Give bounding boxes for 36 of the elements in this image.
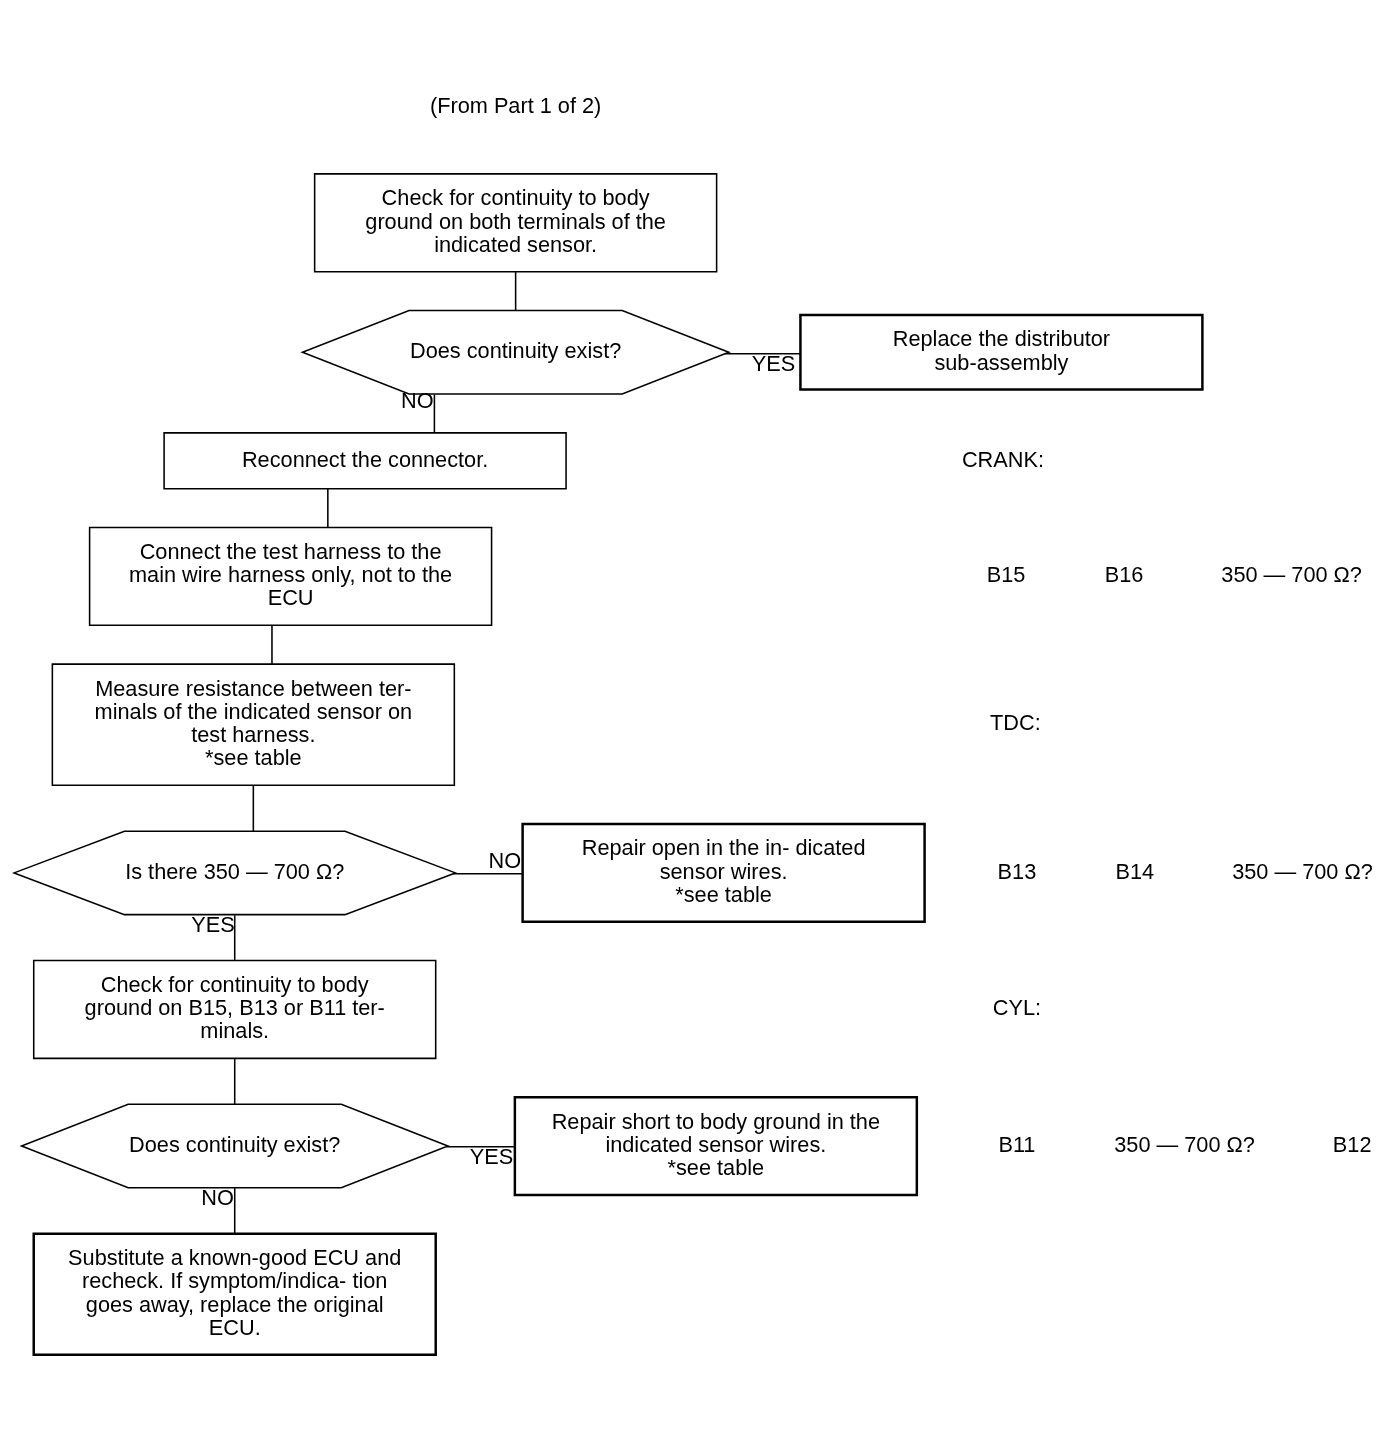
node-box: Replace the distributor sub-assembly xyxy=(799,313,1204,391)
label: B12 xyxy=(1332,1131,1372,1157)
connector xyxy=(233,1058,236,1105)
node-box: Reconnect the connector. xyxy=(163,432,567,490)
label: B11 xyxy=(998,1131,1036,1157)
connector xyxy=(724,352,802,355)
label: CRANK: xyxy=(961,446,1044,472)
connector xyxy=(252,784,255,832)
label: 350 — 700 Ω? xyxy=(1114,1131,1255,1157)
label: B14 xyxy=(1115,858,1155,884)
label: TDC: xyxy=(990,710,1041,736)
label: 350 — 700 Ω? xyxy=(1221,562,1362,588)
node-box: Check for continuity to body ground on B15, B13 or B11 ter- minals. xyxy=(32,959,437,1060)
connector xyxy=(271,624,273,665)
connector xyxy=(233,1187,236,1235)
connector xyxy=(327,488,329,529)
connector xyxy=(452,872,523,875)
node-box: Repair open in the in- dicated sensor wires. *see table xyxy=(521,822,926,923)
connector xyxy=(514,270,517,312)
edge-label: YES xyxy=(751,351,796,377)
connector xyxy=(233,914,236,962)
label: CYL: xyxy=(992,995,1042,1021)
node-box: Repair short to body ground in the indicated sensor wires. *see table xyxy=(513,1095,919,1197)
label: B16 xyxy=(1104,562,1144,588)
label: 350 — 700 Ω? xyxy=(1232,858,1373,884)
label: (From Part 1 of 2) xyxy=(429,92,602,118)
connector xyxy=(445,1146,516,1148)
connector xyxy=(433,393,436,434)
node-box: Check for continuity to body ground on both terminals of the indicated sensor. xyxy=(313,173,718,273)
label: B15 xyxy=(986,562,1026,588)
edge-label: NO xyxy=(488,847,522,873)
node-box: Substitute a known-good ECU and recheck. If symptom/indica- tion goes away, replace the original ECU. xyxy=(32,1232,437,1357)
label: B13 xyxy=(997,858,1037,884)
node-box: Connect the test harness to the main wire harness only, not to the ECU xyxy=(88,526,493,627)
edge-label: YES xyxy=(469,1144,514,1170)
node-box: Measure resistance between ter- minals of the indicated sensor on test harness. *see table xyxy=(51,663,456,786)
